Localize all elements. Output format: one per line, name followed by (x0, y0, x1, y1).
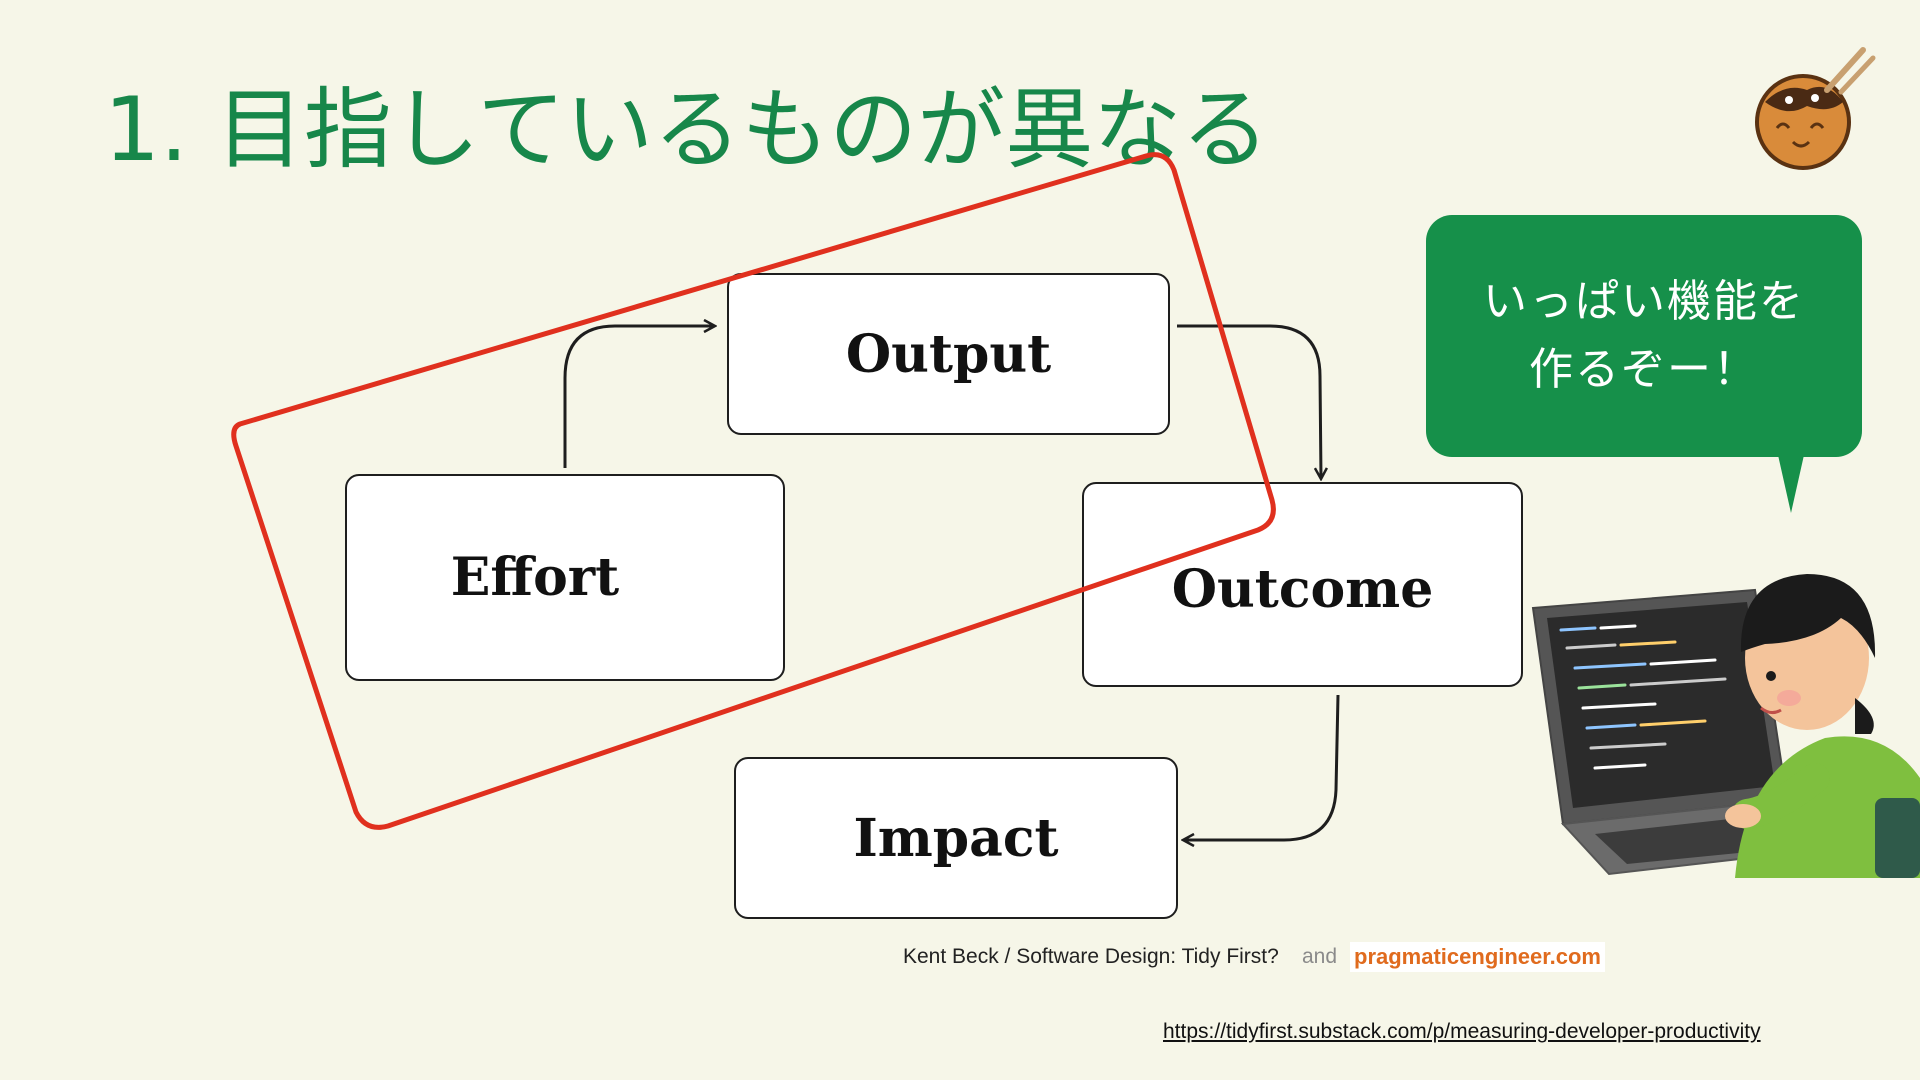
speech-bubble-line-2: 作るぞー！ (1529, 344, 1759, 395)
edge-output-to-outcome (1177, 324, 1321, 478)
edge-outcome-to-impact (1184, 694, 1340, 840)
programmer-illustration (1531, 574, 1920, 878)
slide-title: 1. 目指しているものが異なる (104, 78, 1270, 181)
speech-bubble-line-1: いっぱい機能を (1483, 276, 1805, 327)
highlight-rectangle (231, 152, 1276, 830)
edge-effort-to-output (563, 326, 714, 468)
source-url-link[interactable]: https://tidyfirst.substack.com/p/measuri… (1163, 1020, 1761, 1043)
credit-and: and (1302, 945, 1338, 968)
credit-source: Kent Beck / Software Design: Tidy First? (903, 945, 1279, 968)
pragmaticengineer-logo: pragmaticengineer.com (1350, 942, 1605, 972)
speech-bubble-tail (1778, 455, 1804, 513)
speech-bubble: いっぱい機能を 作るぞー！ (1426, 215, 1862, 457)
takoyaki-mascot-icon (1755, 47, 1876, 170)
